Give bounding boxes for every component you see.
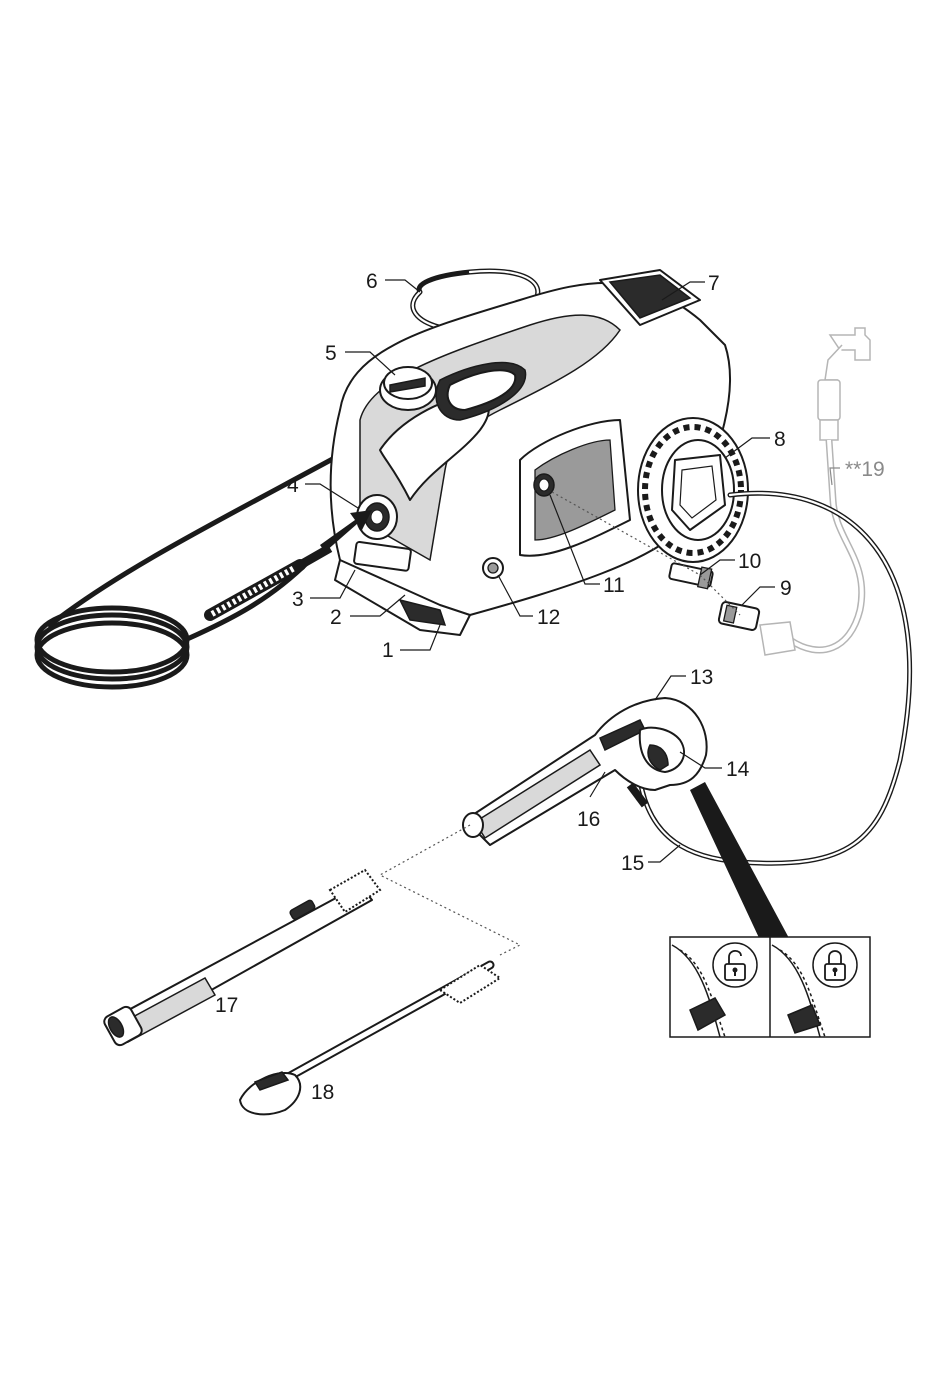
callout-2: 2 xyxy=(330,606,342,629)
detergent-tank-cap xyxy=(380,367,436,410)
hose-adapter-9 xyxy=(718,601,760,630)
tap-and-garden-hose xyxy=(760,328,870,655)
callout-17: 17 xyxy=(215,994,238,1017)
water-inlet xyxy=(534,474,554,496)
hose-coupling xyxy=(210,548,330,615)
callout-14: 14 xyxy=(726,758,750,781)
callout-18: 18 xyxy=(311,1081,334,1104)
callout-3: 3 xyxy=(292,588,304,611)
callout-12: 12 xyxy=(537,606,560,629)
callout-15: 15 xyxy=(621,852,644,875)
callout-11: 11 xyxy=(603,574,625,597)
callout-9: 9 xyxy=(780,577,792,600)
lance-connection-guide xyxy=(380,825,520,955)
callout-6: 6 xyxy=(366,270,378,293)
callout-5: 5 xyxy=(325,342,337,365)
safety-lock-detail xyxy=(670,782,870,1037)
callout-1: 1 xyxy=(382,639,394,662)
callout-8: 8 xyxy=(774,428,786,451)
spray-lance-vario-power xyxy=(102,870,380,1047)
callout-13: 13 xyxy=(690,666,713,689)
wheel xyxy=(638,418,748,562)
callout-7: 7 xyxy=(708,272,720,295)
callout-10: 10 xyxy=(738,550,761,573)
water-inlet-connector-10 xyxy=(669,563,713,589)
callout-19: **19 xyxy=(845,458,885,481)
spray-lance-dirt-blaster xyxy=(240,965,500,1114)
callout-16: 16 xyxy=(577,808,600,831)
callout-4: 4 xyxy=(287,474,299,497)
power-switch xyxy=(483,558,503,578)
